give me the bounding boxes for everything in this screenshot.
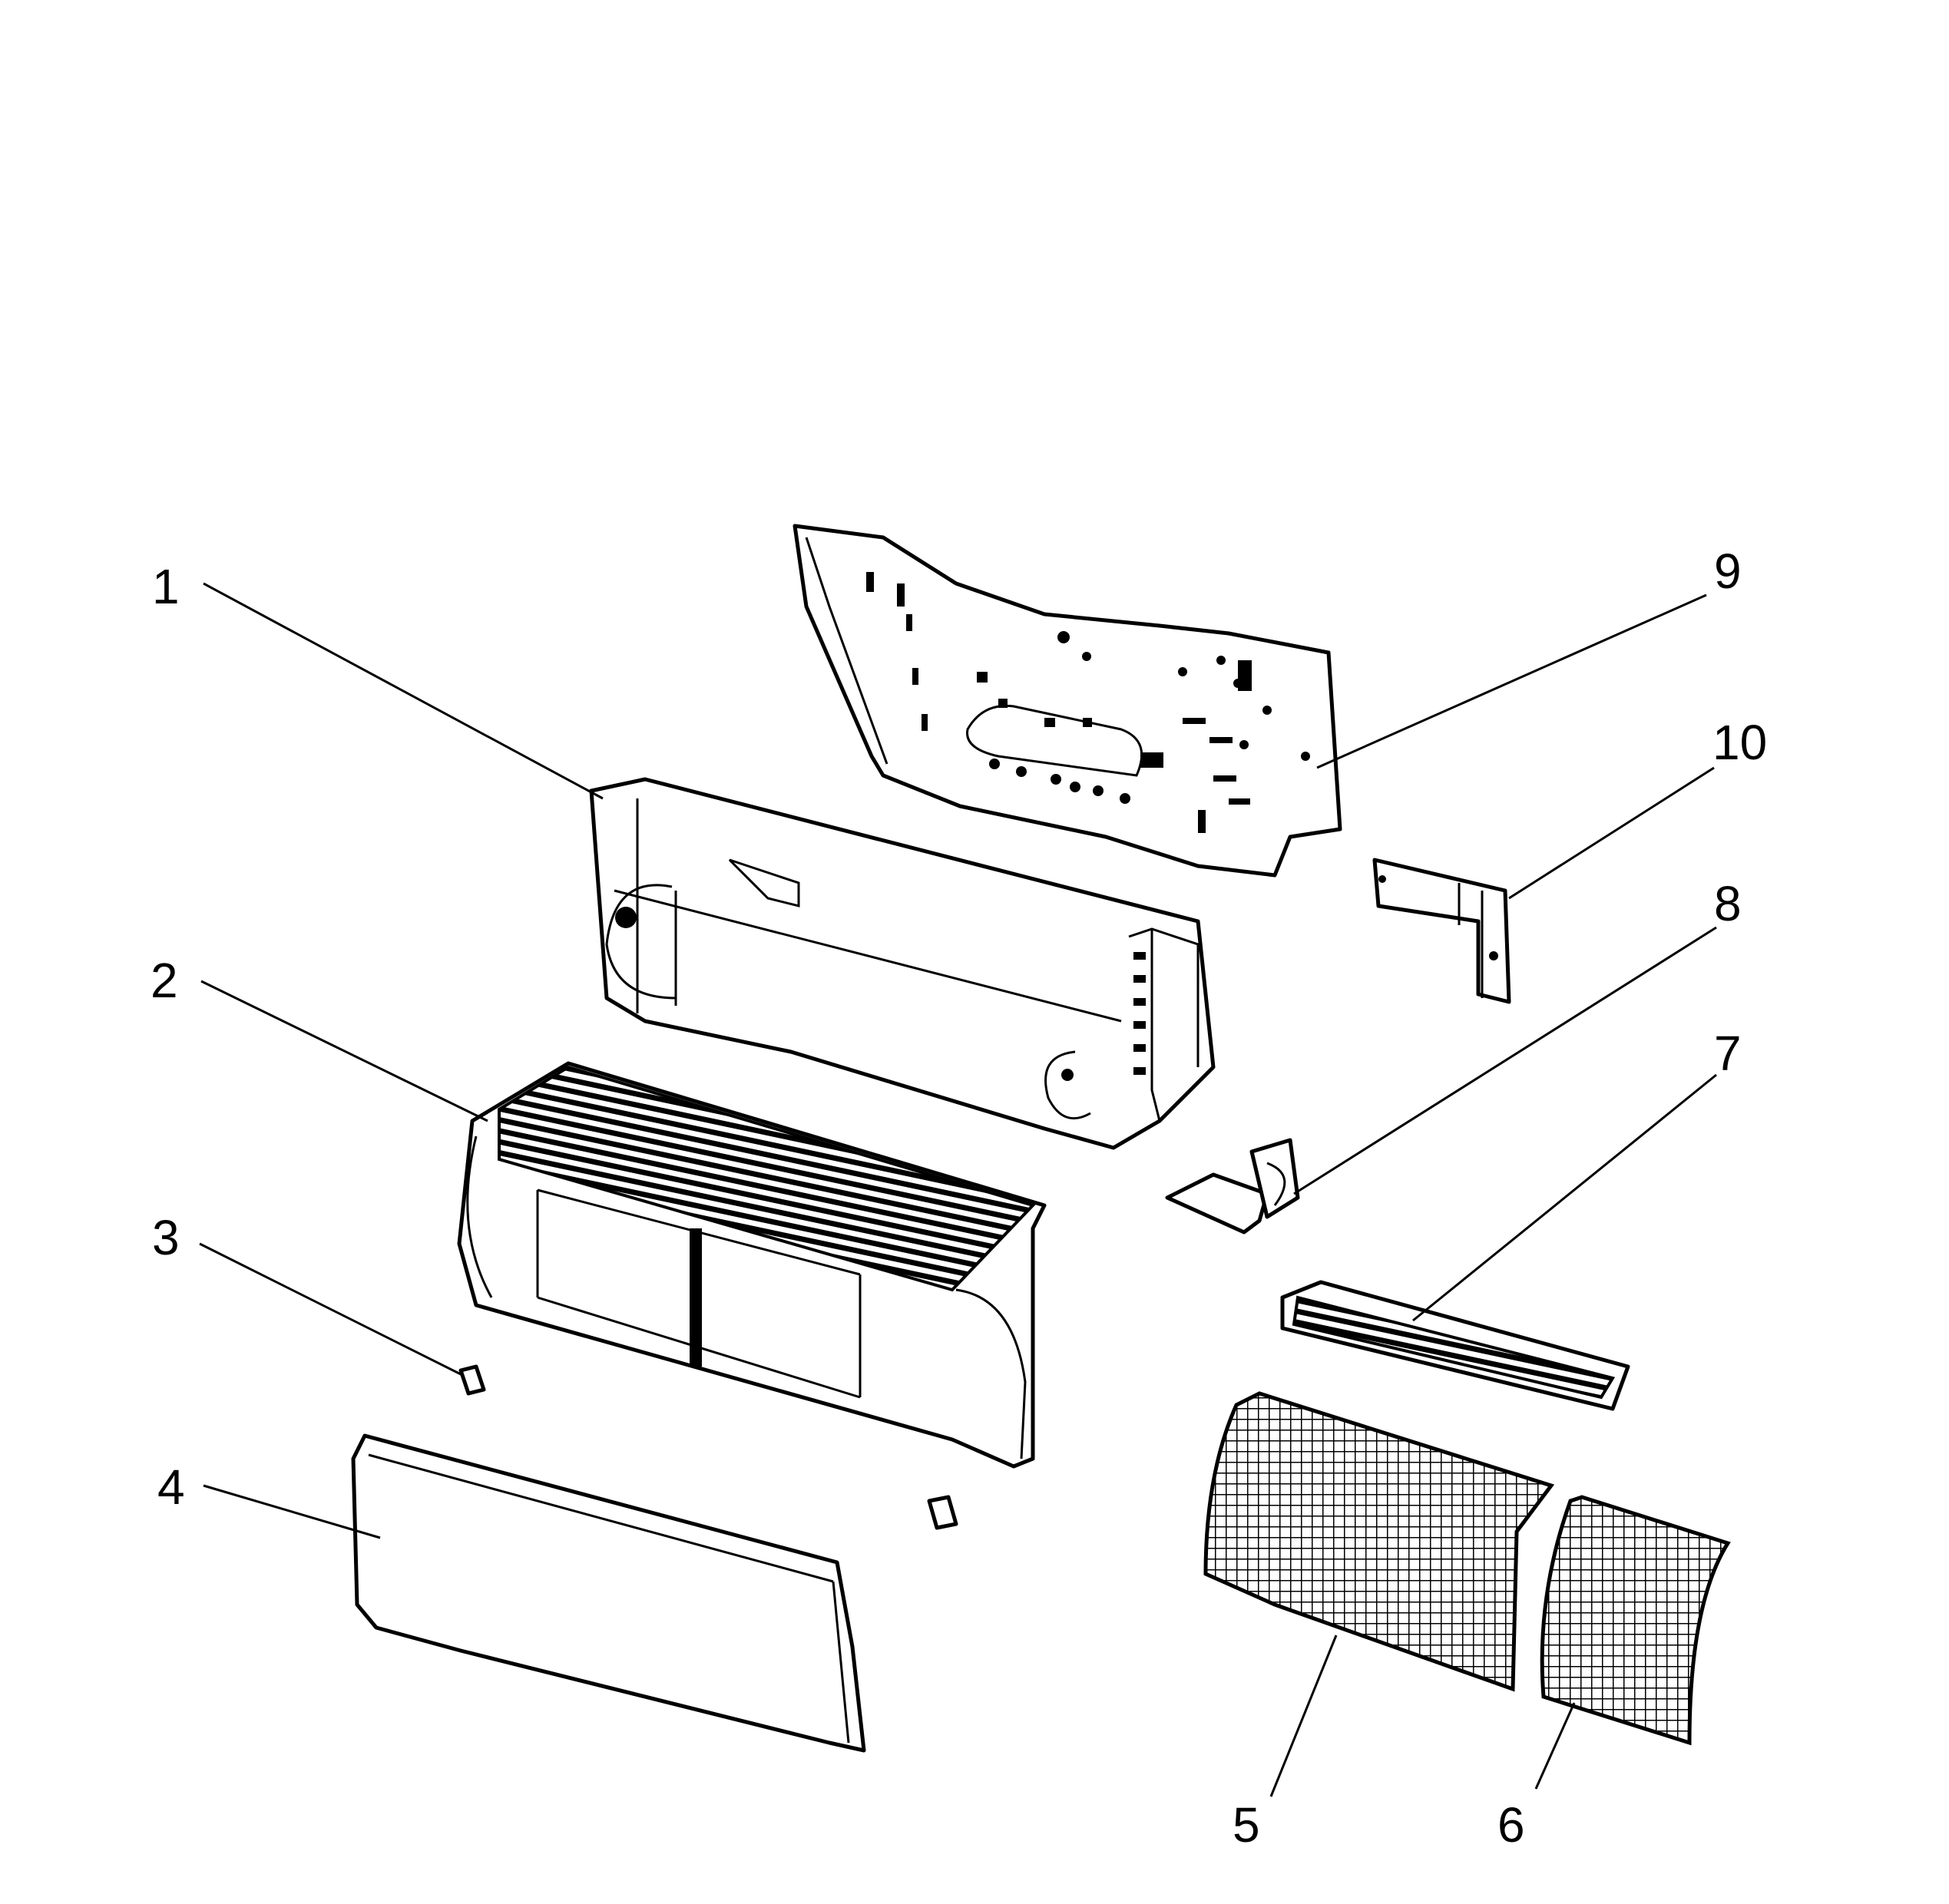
leader-8 [1293,926,1717,1195]
leader-5 [1269,1635,1338,1797]
callout-6: 6 [1497,1797,1525,1853]
part-1-chassis [589,777,1216,1150]
callout-9: 9 [1714,544,1742,599]
callout-10: 10 [1712,715,1768,770]
part-8-drain-bracket [1165,1138,1300,1235]
callout-2: 2 [151,953,178,1008]
part-6-filter [1540,1495,1731,1746]
part-10-bracket [1372,858,1511,1004]
callout-1: 1 [152,559,180,614]
clip-fastener [927,1495,958,1530]
callout-5: 5 [1233,1797,1260,1853]
leader-4 [203,1484,381,1539]
leader-9 [1316,593,1707,769]
part-2-front-frame [457,1061,1047,1469]
leader-3 [199,1242,462,1376]
callout-4: 4 [157,1459,185,1515]
leader-2 [200,980,488,1122]
part-3-clip [458,1364,486,1396]
callout-8: 8 [1714,876,1742,931]
callout-3: 3 [152,1210,180,1265]
leader-10 [1508,766,1715,900]
part-5-filter [1203,1391,1555,1692]
part-4-front-cover [351,1433,866,1753]
callout-7: 7 [1714,1026,1742,1081]
leader-6 [1534,1702,1576,1790]
leader-lines [199,582,1717,1797]
part-9-mounting-plate [793,524,1342,878]
leader-7 [1412,1073,1717,1322]
leader-1 [203,582,604,800]
part-7-louver-strip [1280,1280,1630,1411]
